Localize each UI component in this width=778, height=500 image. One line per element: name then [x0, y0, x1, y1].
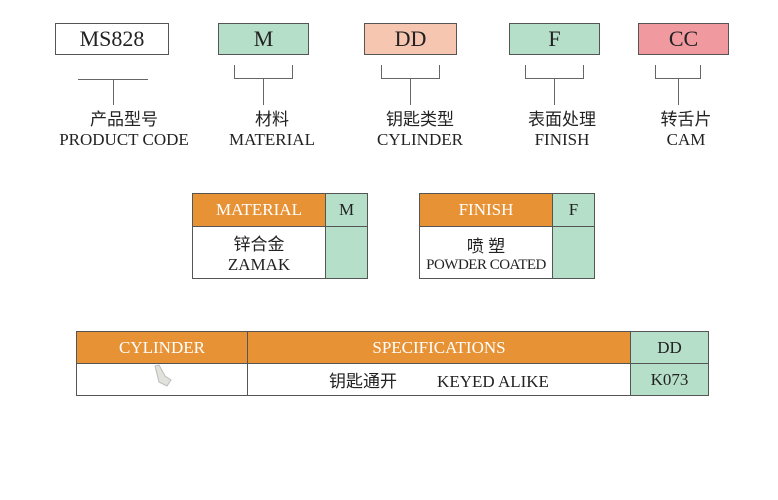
- material-header: MATERIAL: [192, 193, 326, 227]
- code-finish: F: [509, 23, 600, 55]
- stem: [410, 79, 411, 105]
- bracket: [525, 65, 584, 79]
- stem: [678, 79, 679, 105]
- code-cam: CC: [638, 23, 729, 55]
- dd-code: K073: [630, 363, 709, 396]
- label-cn: 转舌片: [660, 110, 712, 129]
- label-en: CAM: [666, 130, 706, 149]
- cylinder-header: CYLINDER: [76, 331, 248, 364]
- material-en: ZAMAK: [227, 255, 291, 274]
- material-code-cell: [325, 226, 368, 279]
- material-cn: 锌合金: [233, 235, 285, 254]
- label-en: FINISH: [534, 130, 590, 149]
- bracket: [381, 65, 440, 79]
- specification-value: 钥匙通开 KEYED ALIKE: [247, 363, 631, 396]
- key-image-cell: [76, 363, 248, 396]
- stem: [113, 79, 114, 105]
- finish-code-cell: [552, 226, 595, 279]
- label-en: CYLINDER: [377, 130, 463, 149]
- label-en: PRODUCT CODE: [59, 130, 189, 149]
- finish-header: FINISH: [419, 193, 553, 227]
- finish-code: F: [552, 193, 595, 227]
- spec-en: KEYED ALIKE: [437, 372, 549, 391]
- label-cn: 表面处理: [528, 110, 596, 129]
- label-cn: 钥匙类型: [386, 110, 454, 129]
- code-cylinder: DD: [364, 23, 457, 55]
- specifications-header: SPECIFICATIONS: [247, 331, 631, 364]
- code-product: MS828: [55, 23, 169, 55]
- stem: [554, 79, 555, 105]
- code-material: M: [218, 23, 309, 55]
- dd-header: DD: [630, 331, 709, 364]
- material-code: M: [325, 193, 368, 227]
- key-icon: [154, 364, 172, 387]
- bracket: [655, 65, 701, 79]
- finish-cn: 喷 塑: [466, 236, 506, 256]
- bracket: [234, 65, 293, 79]
- label-en: MATERIAL: [229, 130, 315, 149]
- stem: [263, 79, 264, 105]
- finish-en: POWDER COATED: [426, 256, 546, 273]
- label-cn: 产品型号: [90, 110, 158, 129]
- spec-cn: 钥匙通开: [329, 372, 398, 391]
- label-cn: 材料: [255, 110, 289, 129]
